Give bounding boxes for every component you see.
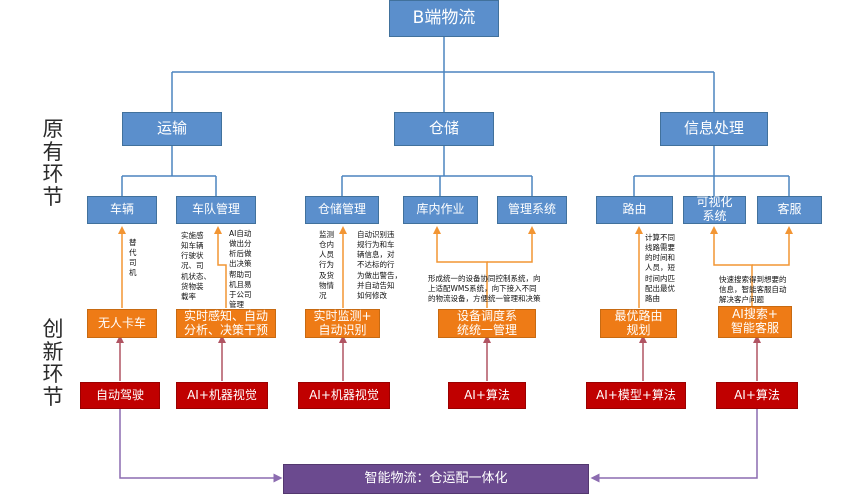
smart-logistics-integration: 智能物流：仓运配一体化 bbox=[283, 464, 589, 494]
category-transport: 运输 bbox=[122, 112, 222, 146]
solution-ai-search-service: AI搜索+ 智能客服 bbox=[718, 306, 792, 338]
root-node: B端物流 bbox=[389, 0, 499, 37]
solution-perception-decision: 实时感知、自动 分析、决策干预 bbox=[176, 309, 276, 338]
note-monitor: 监测 仓内 人员 行为 及货 物情 况 bbox=[319, 230, 334, 300]
link-management-system: 管理系统 bbox=[497, 196, 567, 224]
link-customer-service: 客服 bbox=[757, 196, 822, 224]
solution-optimal-routing: 最优路由 规划 bbox=[600, 309, 677, 338]
note-search-service: 快速搜索得到想要的 信息，智能客服自动 解决客户问题 bbox=[719, 275, 787, 305]
note-auto-identify: 自动识别违 规行为和车 辆信息，对 不达标的行 为做出警告， 并自动告知 如何修… bbox=[357, 230, 402, 300]
tree-connectors bbox=[121, 37, 790, 196]
solution-monitor-identify: 实时监测+ 自动识别 bbox=[305, 309, 380, 338]
link-routing: 路由 bbox=[596, 196, 673, 224]
tech-ai-model-algorithm: AI+模型+算法 bbox=[586, 382, 686, 409]
note-perception: 实施感 知车辆 行驶状 况、司 机状态、 货物装 载率 bbox=[181, 231, 211, 301]
row-label-existing: 原有 环节 bbox=[42, 117, 64, 210]
tech-autonomous-driving: 自动驾驶 bbox=[80, 382, 160, 409]
link-fleet-management: 车队管理 bbox=[176, 196, 256, 224]
link-warehouse-management: 仓储管理 bbox=[305, 196, 379, 224]
category-info-processing: 信息处理 bbox=[660, 112, 768, 146]
link-in-warehouse-operation: 库内作业 bbox=[403, 196, 478, 224]
link-visualization-system: 可视化 系统 bbox=[683, 195, 746, 224]
note-device-control: 形成统一的设备协同控制系统，向 上适配WMS系统，向下接入不同 的物流设备，方便… bbox=[428, 274, 541, 304]
tech-ai-algorithm-1: AI+算法 bbox=[448, 382, 526, 409]
category-warehouse: 仓储 bbox=[394, 112, 494, 146]
solution-arrows bbox=[118, 226, 793, 308]
link-vehicle: 车辆 bbox=[87, 196, 157, 224]
note-replace-driver: 替 代 司 机 bbox=[129, 238, 137, 278]
solution-device-scheduling: 设备调度系 统统一管理 bbox=[438, 309, 536, 338]
note-route-calc: 计算不同 线路需要 的时间和 人员，短 时间内匹 配出最优 路由 bbox=[645, 233, 675, 303]
row-label-innovation: 创新 环节 bbox=[42, 317, 64, 410]
technology-arrows bbox=[116, 335, 761, 381]
tech-ai-vision-1: AI+机器视觉 bbox=[176, 382, 268, 409]
note-ai-analysis: AI自动 做出分 析后做 出决策 帮助司 机且易 于公司 管理 bbox=[229, 229, 252, 309]
solution-driverless-truck: 无人卡车 bbox=[87, 309, 157, 338]
integration-lines bbox=[119, 409, 758, 483]
tech-ai-algorithm-2: AI+算法 bbox=[716, 382, 798, 409]
tech-ai-vision-2: AI+机器视觉 bbox=[298, 382, 390, 409]
